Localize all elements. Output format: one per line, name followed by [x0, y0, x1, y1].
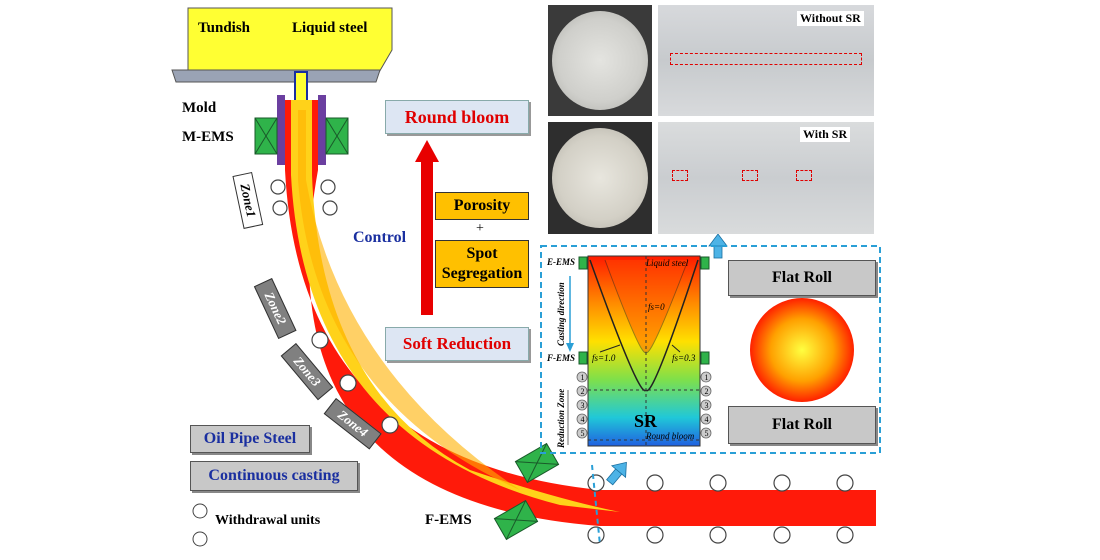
- photo-with-sr-cross-section: [548, 122, 652, 234]
- f-ems-coil-lower: [493, 499, 539, 541]
- oil-pipe-steel-box: Oil Pipe Steel: [190, 425, 310, 453]
- roll-number: 4: [580, 415, 585, 424]
- f-ems-coil-upper: [514, 442, 560, 484]
- flat-roll-top: Flat Roll: [728, 260, 876, 296]
- mold-left-wall: [277, 95, 285, 165]
- tundish-base: [171, 69, 381, 83]
- inset-e-ems-label: E-EMS: [547, 257, 576, 267]
- roll-number: 3: [580, 401, 585, 410]
- liquid-steel-label: Liquid steel: [292, 20, 368, 36]
- inset-fs03-label: fs=0.3: [672, 353, 696, 363]
- roll-number: 4: [704, 415, 709, 424]
- spot-segregation-box: Spot Segregation: [435, 240, 529, 288]
- withdrawal-units-label: Withdrawal units: [215, 513, 321, 528]
- roll-number: 1: [704, 373, 709, 382]
- photo-without-sr-cross-section: [548, 5, 652, 116]
- m-ems-coil-right: [325, 117, 349, 155]
- m-ems-coil-left: [254, 117, 278, 155]
- inset-liquid-steel-label: Liquid steel: [646, 258, 689, 268]
- roll-number: 5: [580, 429, 585, 438]
- inset-rolls: [576, 371, 712, 439]
- round-bloom-box: Round bloom: [385, 100, 529, 134]
- tundish-label: Tundish: [198, 20, 251, 36]
- control-label: Control: [353, 229, 407, 246]
- heatmap: [587, 255, 701, 447]
- blue-arrow-upper: [708, 233, 728, 259]
- roll-number: 3: [704, 401, 709, 410]
- inset-reduction-zone-label: Reduction Zone: [556, 388, 566, 448]
- tundish-shape: [187, 7, 393, 75]
- m-ems-label: M-EMS: [182, 129, 234, 145]
- inset-roll-numbers-left: 1 2 3 4 5: [578, 371, 587, 441]
- inset-roll-numbers-right: 1 2 3 4 5: [702, 371, 711, 441]
- plus-sign: +: [476, 221, 484, 236]
- withdrawal-unit-icon: [192, 503, 208, 519]
- support-rolls: [270, 179, 854, 544]
- mold-right-wall: [318, 95, 326, 165]
- roll-number: 1: [580, 373, 585, 382]
- inset-casting-direction-label: Casting direction: [556, 282, 566, 346]
- inset-border: [540, 245, 881, 454]
- porosity-box: Porosity: [435, 192, 529, 220]
- inset-fs0-label: fs=0: [648, 302, 665, 312]
- inset-f-ems-label: F-EMS: [547, 353, 576, 363]
- continuous-casting-box: Continuous casting: [190, 461, 358, 491]
- flat-roll-bottom: Flat Roll: [728, 406, 876, 444]
- control-arrow: [415, 140, 439, 315]
- roll-number: 2: [580, 387, 585, 396]
- inset-sr-label: SR: [634, 411, 658, 431]
- inset-fs1-label: fs=1.0: [592, 353, 616, 363]
- mold-label: Mold: [182, 100, 217, 116]
- blue-arrow-lower: [606, 461, 627, 486]
- inset-round-bloom-label: Round bloom: [646, 431, 695, 441]
- round-bloom-section: [750, 298, 854, 402]
- f-ems-label: F-EMS: [425, 512, 472, 528]
- soft-reduction-box: Soft Reduction: [385, 327, 529, 361]
- without-sr-label: Without SR: [797, 11, 864, 26]
- with-sr-label: With SR: [800, 127, 851, 142]
- roll-number: 2: [704, 387, 709, 396]
- roll-number: 5: [704, 429, 709, 438]
